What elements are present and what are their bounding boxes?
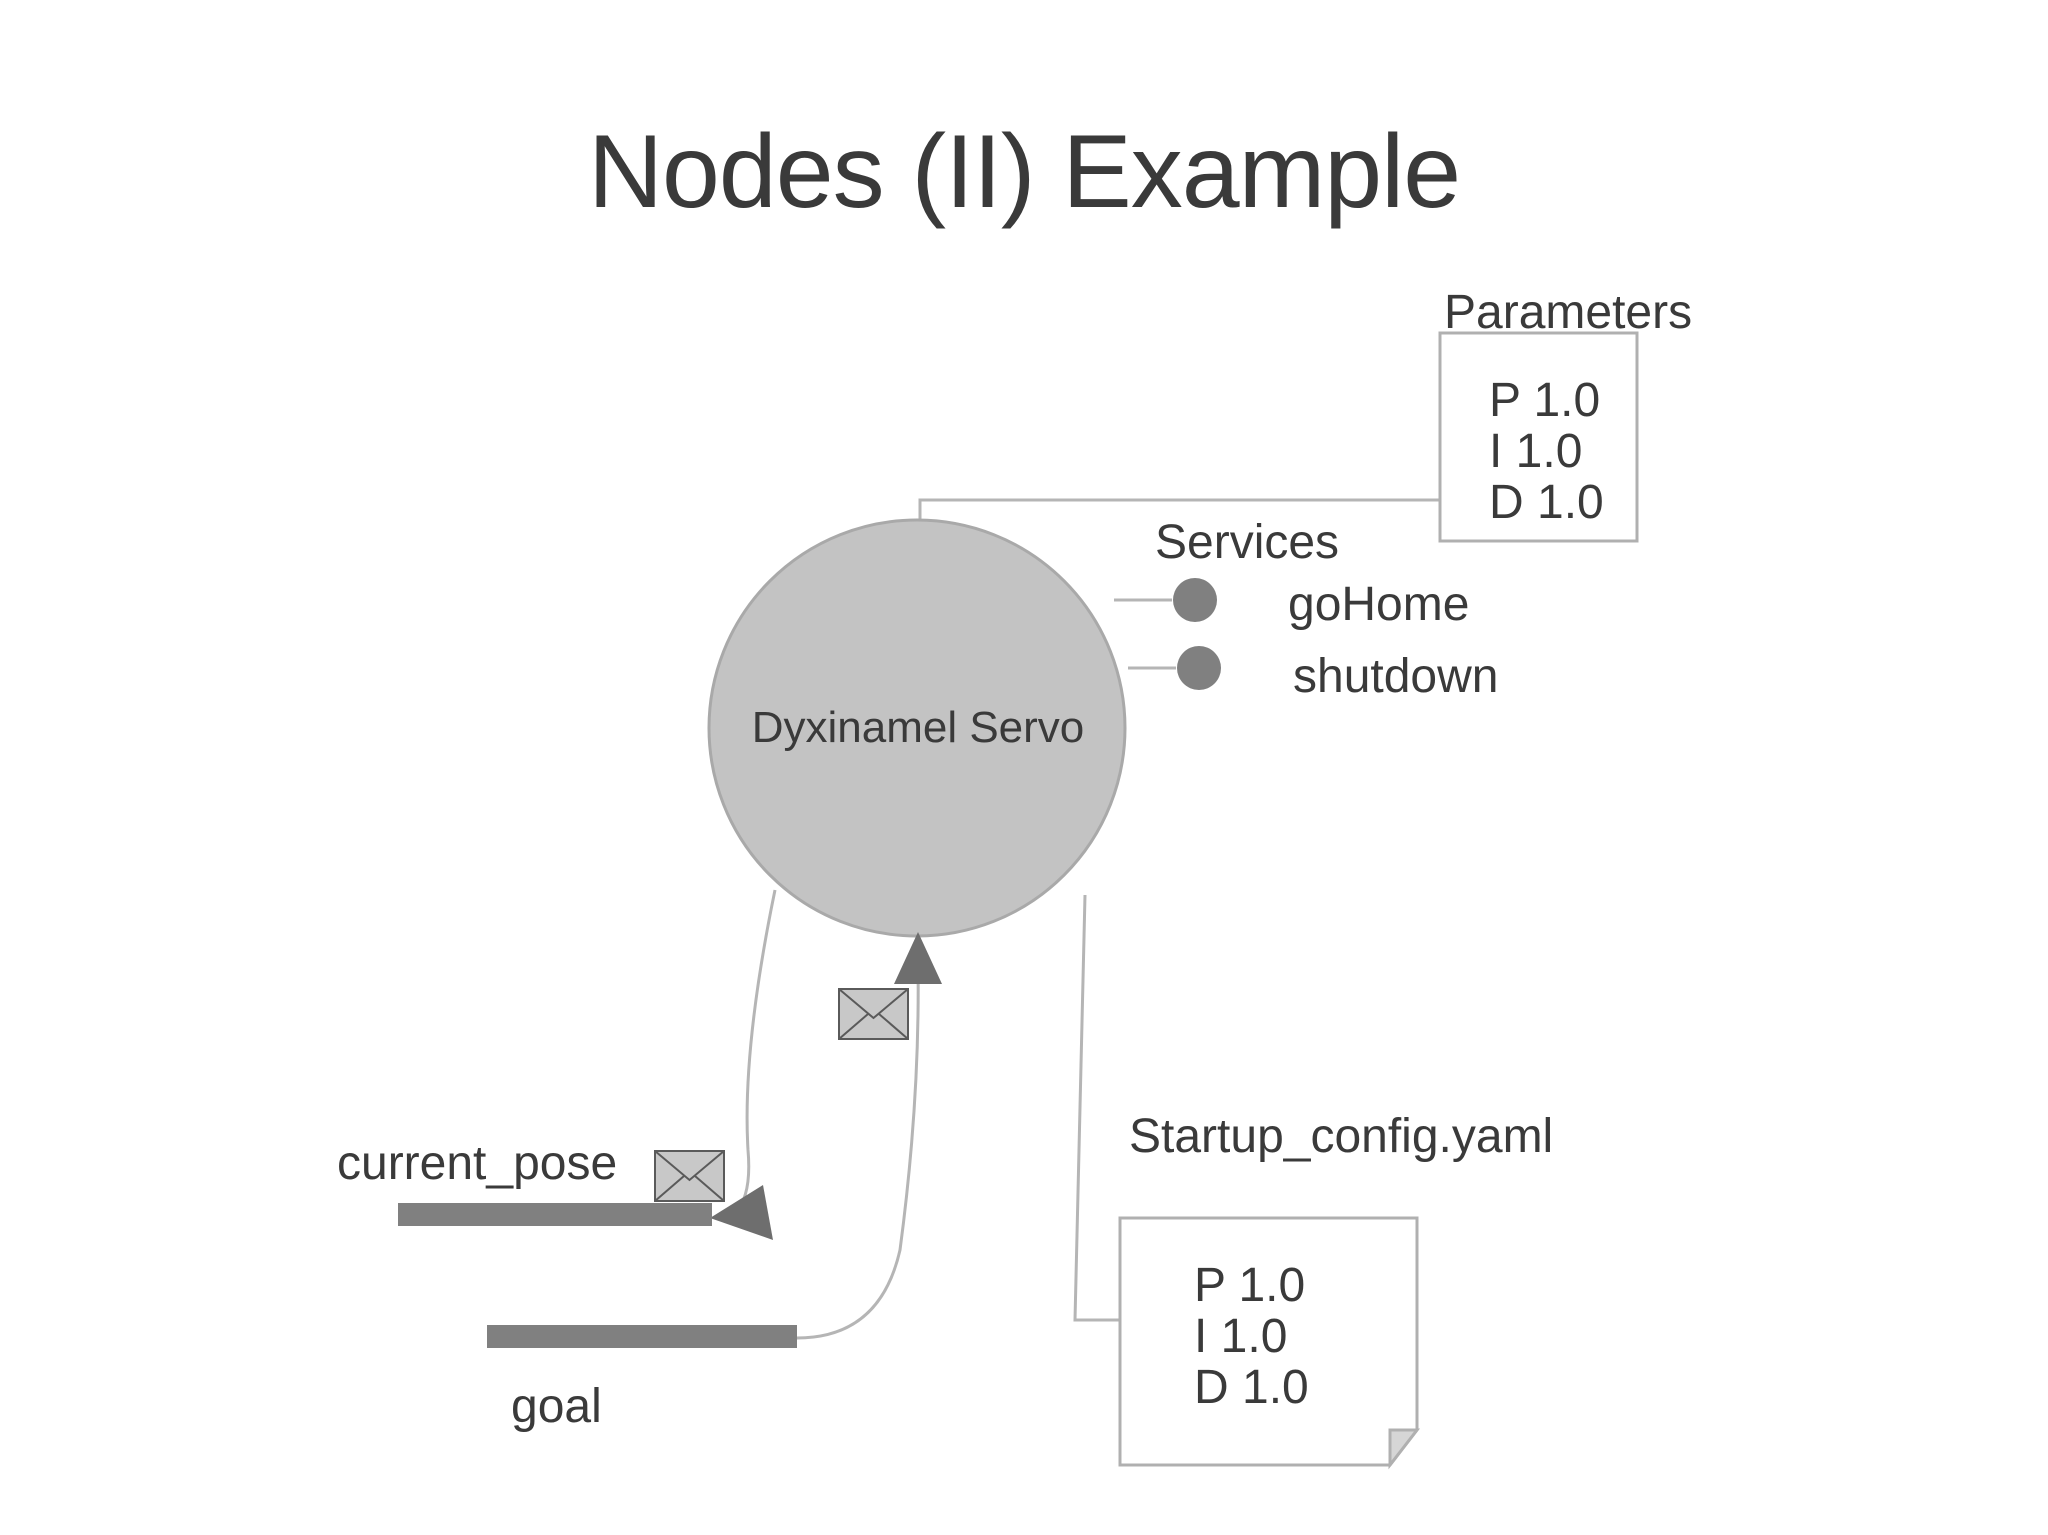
topic-bar-current-pose[interactable] — [398, 1203, 712, 1226]
service-label-shutdown[interactable]: shutdown — [1293, 650, 1499, 703]
connector-node-to-current-pose — [733, 889, 777, 1215]
parameters-title: Parameters — [1444, 286, 1693, 339]
config-line-i: I 1.0 — [1194, 1310, 1288, 1363]
config-document-shape[interactable] — [1118, 1216, 1421, 1470]
service-label-gohome[interactable]: goHome — [1288, 578, 1470, 631]
services-title: Services — [1155, 516, 1340, 569]
arrowhead-into-node-icon — [894, 932, 942, 984]
parameters-line-i: I 1.0 — [1489, 425, 1583, 478]
topic-label-goal: goal — [511, 1380, 602, 1433]
topic-label-current-pose: current_pose — [337, 1137, 618, 1190]
arrowhead-into-current-pose-icon — [710, 1185, 773, 1240]
envelope-icon-current-pose — [654, 1150, 725, 1202]
parameters-line-p: P 1.0 — [1489, 374, 1601, 427]
parameters-box[interactable] — [1438, 331, 1639, 543]
connector-parameters-to-node — [918, 498, 1440, 525]
connector-node-to-config-file — [1073, 894, 1120, 1322]
page-title: Nodes (II) Example — [587, 114, 1461, 230]
envelope-icon — [838, 988, 909, 1040]
node-label: Dyxinamel Servo — [751, 703, 1085, 752]
service-dot-icon-shutdown[interactable] — [1177, 646, 1221, 690]
topic-bar-goal[interactable] — [487, 1325, 797, 1348]
service-dot-icon-gohome[interactable] — [1173, 578, 1217, 622]
connector-goal-to-node — [796, 964, 920, 1340]
config-line-d: D 1.0 — [1194, 1361, 1309, 1414]
config-line-p: P 1.0 — [1194, 1259, 1306, 1312]
config-file-title: Startup_config.yaml — [1129, 1110, 1554, 1163]
parameters-line-d: D 1.0 — [1489, 476, 1604, 529]
